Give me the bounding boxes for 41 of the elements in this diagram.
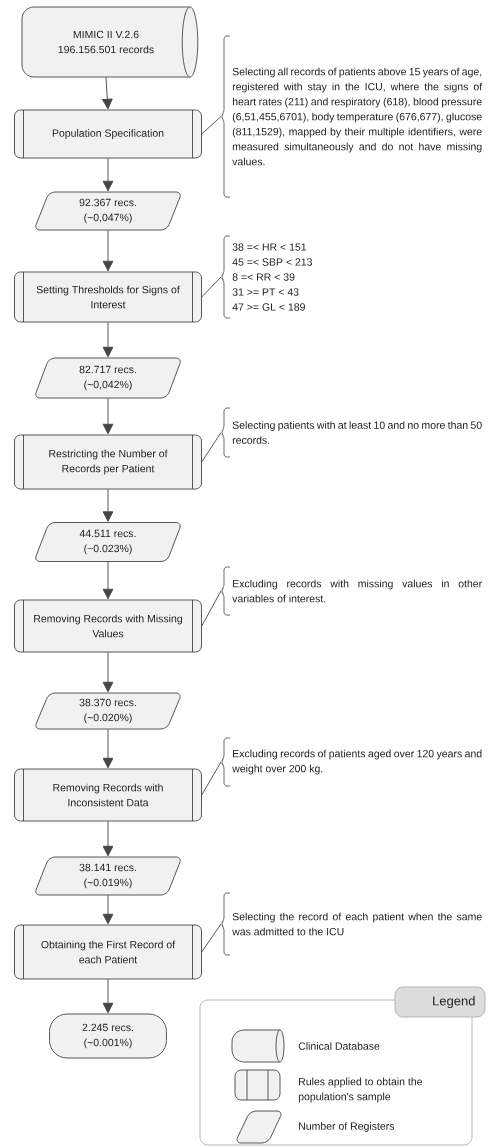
arrow (102, 728, 114, 769)
count-parallelogram: 44.511 recs. (~0.023%) (35, 522, 181, 562)
leader-line (201, 276, 222, 298)
process-box: Removing Records with Missing Values (14, 599, 202, 653)
legend-text: Clinical Database (298, 1042, 380, 1050)
database-cylinder: MIMIC II V.2.6 196.156.501 records (21, 6, 199, 78)
arrow (102, 157, 114, 192)
arrow (102, 76, 113, 110)
arrow (102, 488, 114, 522)
process-box: Removing Records with Inconsistent Data (14, 768, 202, 822)
arrow (102, 894, 114, 925)
arrow (102, 229, 114, 272)
annotation-text: Selecting patients with at least 10 and no more than 50 records. (232, 421, 482, 444)
annotation-text: 38 =< HR < 151 45 =< SBP < 213 8 =< RR < 39 31 >= PT < 43 47 >= GL < 189 (232, 243, 312, 311)
arrow (102, 820, 114, 857)
legend-tab: Legend (394, 986, 486, 1018)
count-parallelogram: 38.370 recs. (~0.020%) (35, 692, 181, 730)
process-box: Setting Thresholds for Signs of Interest (14, 271, 202, 323)
process-box: Population Specification (14, 109, 202, 159)
count-parallelogram: 92.367 recs. (~0,047%) (35, 191, 181, 231)
arrow (102, 651, 114, 693)
process-box: Restricting the Number of Records per Patient (14, 434, 202, 490)
process-box: Obtaining the First Record of each Patient (14, 924, 202, 980)
count-parallelogram: 38.141 recs. (~0.019%) (35, 856, 181, 896)
leader-line (201, 761, 222, 796)
legend-text: Rules applied to obtain the population's sample (298, 1077, 423, 1103)
leader-line (201, 923, 222, 953)
annotation-text: Selecting the record of each patient when the same was admitted to the ICU (232, 912, 482, 936)
terminal-box: 2.245 recs. (~0.001%) (49, 1013, 167, 1059)
arrow (102, 321, 114, 358)
annotation-text: Selecting all records of patients above 15 years of age, registered with stay in the ICU, where the signs of heart rates (211) and respiratory (618), blood pressure (6,51,455,6701), body temperature (676,677), glucose (811,1529), mapped by their multiple identifiers, were measured simultaneously and do not have missing values. (232, 67, 483, 166)
arrow (102, 397, 114, 435)
count-parallelogram: 82.717 recs. (~0,042%) (35, 357, 181, 399)
annotation-text: Excluding records of patients aged over 120 years and weight over 200 kg. (232, 749, 482, 775)
legend-text: Number of Registers (299, 1122, 395, 1132)
arrow (102, 978, 114, 1014)
arrow (102, 561, 114, 600)
annotation-text: Excluding records with missing values in other variables of interest. (232, 579, 482, 603)
leader-line (201, 116, 222, 135)
leader-line (201, 432, 222, 463)
leader-line (201, 590, 222, 627)
